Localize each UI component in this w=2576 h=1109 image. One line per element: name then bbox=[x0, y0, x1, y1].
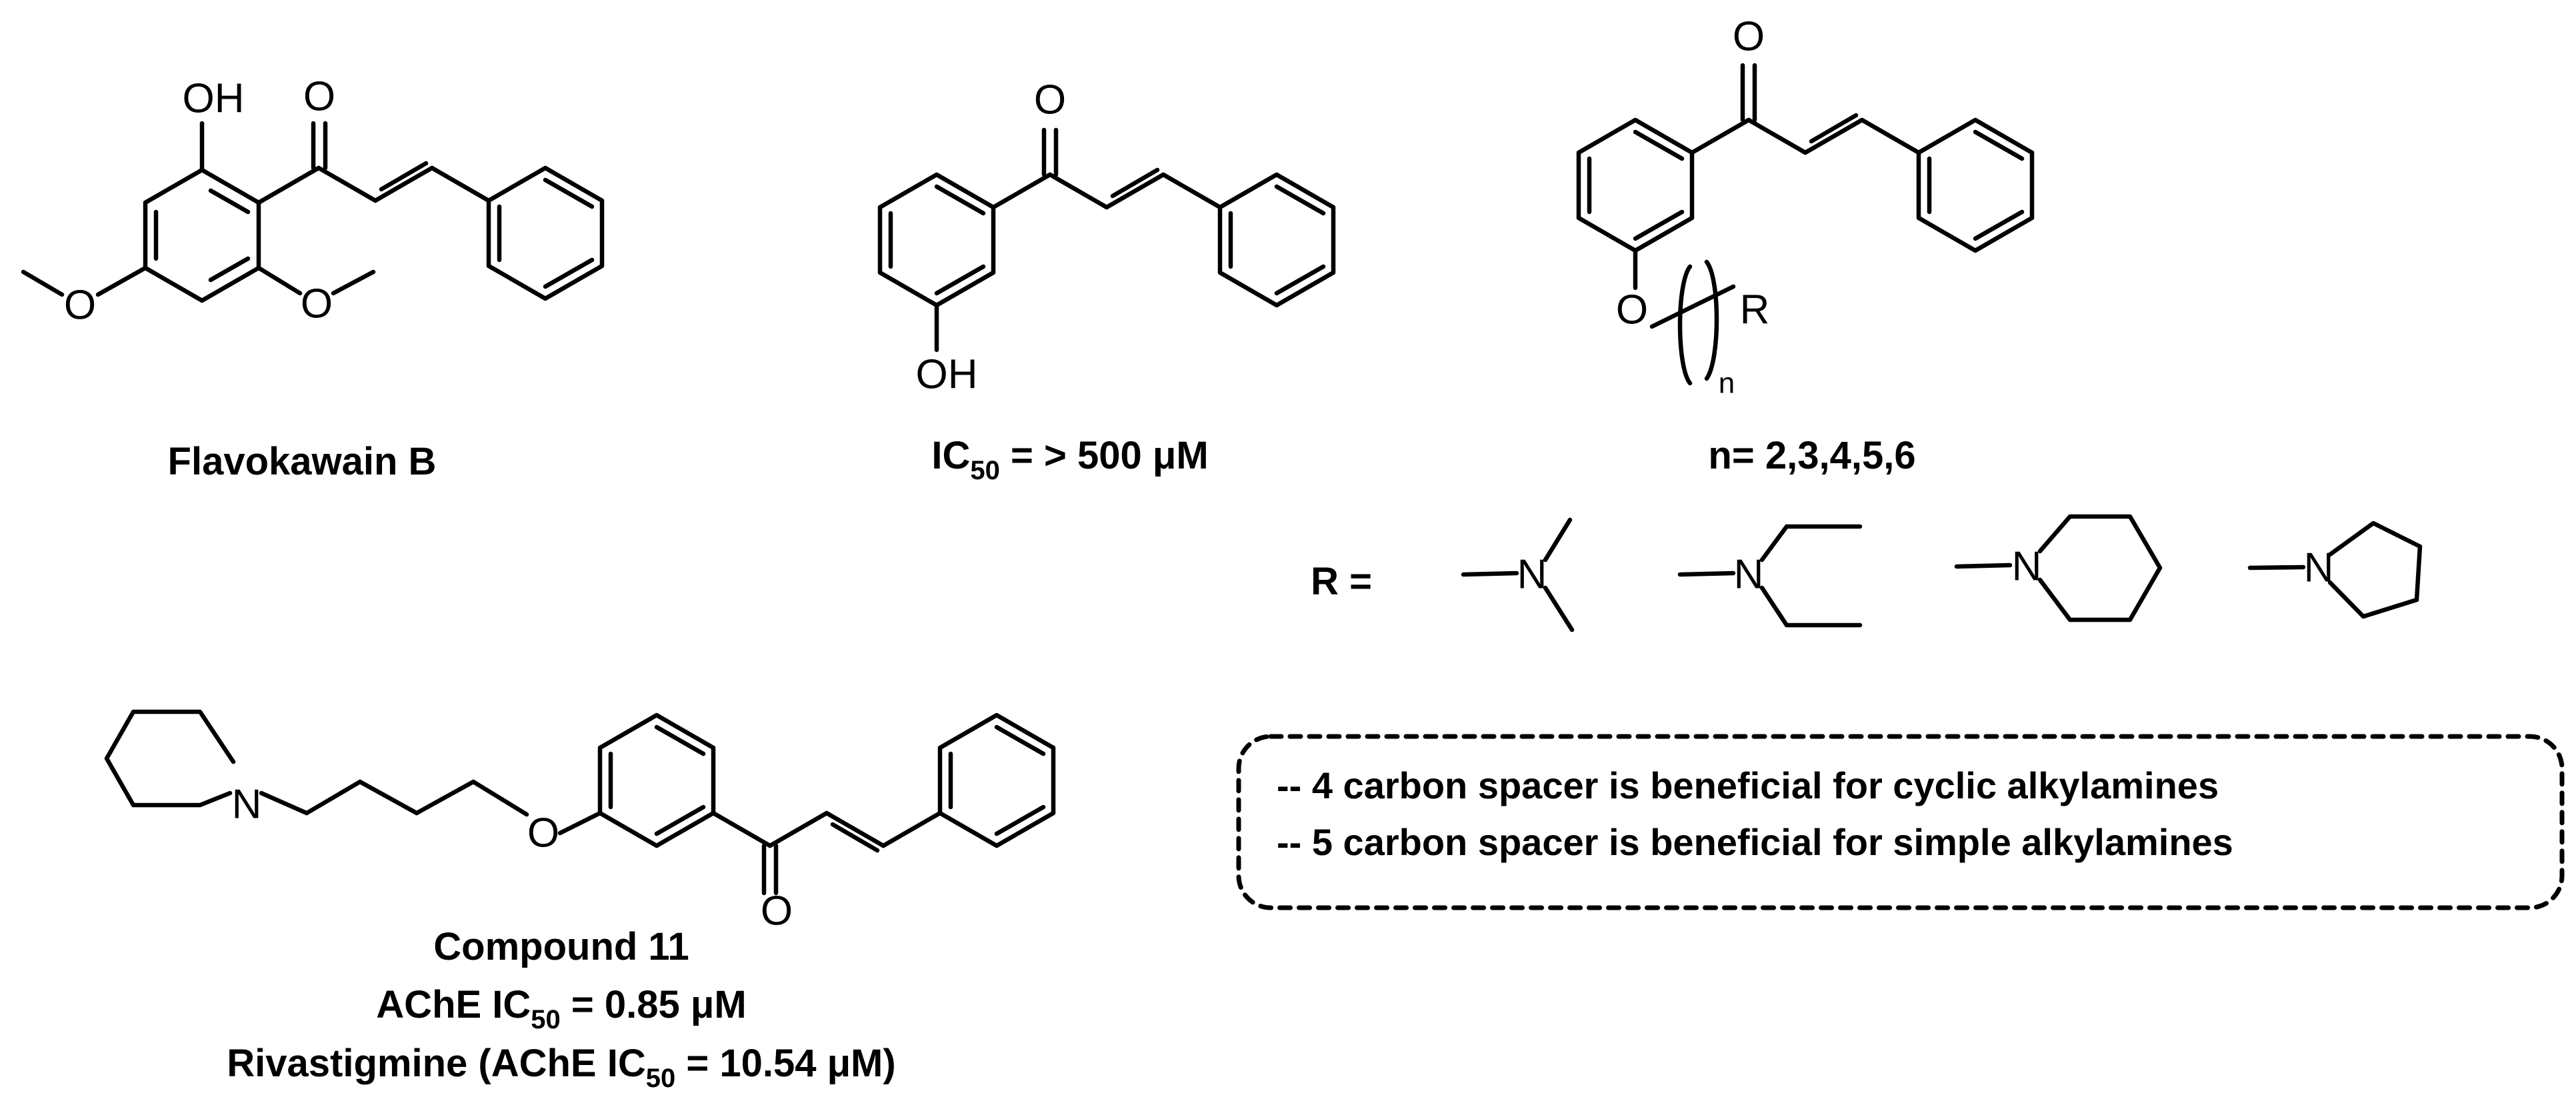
general-structure: O O R n bbox=[1576, 14, 2035, 400]
r-group-pyrrolidinyl: N bbox=[2247, 521, 2423, 619]
compound-11-name: Compound 11 bbox=[433, 925, 689, 968]
compound-11-ether-o: O bbox=[527, 810, 559, 856]
hydroxychalcone-carbonyl-o: O bbox=[1034, 77, 1066, 123]
compound-11-carbonyl-o: O bbox=[761, 888, 793, 934]
r-group-n-4: N bbox=[2304, 545, 2334, 591]
hydroxychalcone-oh-label: OH bbox=[916, 352, 978, 398]
general-n-subscript: n bbox=[1719, 367, 1735, 400]
compound-11-structure: N O O bbox=[104, 709, 1056, 934]
flavokawain-b-name: Flavokawain B bbox=[168, 440, 437, 483]
sar-note-line-2: -- 5 carbon spacer is beneficial for sim… bbox=[1277, 821, 2233, 863]
general-ether-o: O bbox=[1616, 287, 1648, 333]
general-carbonyl-o: O bbox=[1733, 14, 1765, 60]
r-groups-prefix: R = bbox=[1311, 560, 1372, 603]
r-group-n-3: N bbox=[2012, 544, 2042, 590]
flavokawain-methoxy-o-left: O bbox=[64, 283, 96, 329]
flavokawain-b-structure: OH O O O bbox=[21, 74, 605, 329]
sar-note-line-1: -- 4 carbon spacer is beneficial for cyc… bbox=[1277, 764, 2219, 806]
compound-11-ache-ic50: AChE IC50 = 0.85 μM bbox=[376, 983, 746, 1034]
flavokawain-carbonyl-o: O bbox=[303, 74, 335, 120]
flavokawain-oh-label: OH bbox=[183, 76, 245, 122]
hydroxychalcone-ic50: IC50 = > 500 μM bbox=[931, 434, 1208, 485]
r-group-n-1: N bbox=[1517, 552, 1547, 598]
r-group-dimethylamino: N bbox=[1461, 517, 1575, 632]
sar-note-box bbox=[1236, 734, 2565, 910]
hydroxychalcone-structure: O OH bbox=[877, 77, 1336, 398]
r-group-piperidinyl: N bbox=[1954, 514, 2163, 622]
general-r-group: R bbox=[1740, 287, 1770, 333]
r-group-n-2: N bbox=[1734, 552, 1764, 598]
r-group-diethylamino: N bbox=[1677, 524, 1863, 628]
general-n-values: n= 2,3,4,5,6 bbox=[1708, 434, 1915, 477]
rivastigmine-reference: Rivastigmine (AChE IC50 = 10.54 μM) bbox=[227, 1042, 895, 1093]
compound-11-n: N bbox=[232, 782, 262, 828]
flavokawain-methoxy-o-right: O bbox=[301, 281, 333, 327]
